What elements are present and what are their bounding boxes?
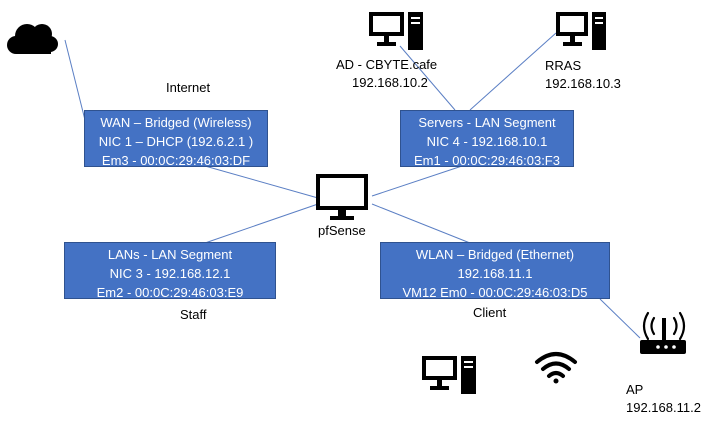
servers-segment-nic: NIC 4 - 192.168.10.1	[426, 134, 548, 149]
wlan-segment-title: WLAN – Bridged (Ethernet)	[415, 247, 575, 262]
connector-lines	[64, 32, 641, 339]
servers-segment-mac: Em1 - 00:0C:29:46:03:F3	[414, 153, 560, 168]
desktop-computer-icon	[422, 356, 476, 394]
ad-server-name: AD - CBYTE.cafe	[336, 57, 438, 72]
desktop-computer-icon	[369, 12, 423, 50]
lans-segment-title: LANs - LAN Segment	[107, 247, 233, 262]
wan-segment-title: WAN – Bridged (Wireless)	[100, 115, 252, 130]
client-label: Client	[473, 305, 507, 320]
wlan-segment-ip: 192.168.11.1	[457, 266, 533, 281]
lans-segment-nic: NIC 3 - 192.168.12.1	[109, 266, 231, 281]
pfsense-label: pfSense	[318, 223, 366, 238]
servers-segment-box: Servers - LAN Segment NIC 4 - 192.168.10…	[400, 110, 574, 168]
wlan-segment-mac: VM12 Em0 - 00:0C:29:46:03:D5	[402, 285, 588, 300]
line-servers-pfsense	[371, 165, 463, 197]
wlan-segment-box: WLAN – Bridged (Ethernet) 192.168.11.1 V…	[380, 242, 610, 300]
line-ad-servers	[399, 45, 456, 111]
monitor-icon	[316, 174, 368, 220]
rras-server-ip: 192.168.10.3	[545, 76, 621, 91]
line-lans-pfsense	[204, 203, 319, 244]
lans-segment-mac: Em2 - 00:0C:29:46:03:E9	[96, 285, 244, 300]
internet-label: Internet	[166, 80, 211, 95]
line-wan-pfsense	[204, 165, 319, 199]
cloud-icon	[7, 24, 58, 54]
wan-segment-mac: Em3 - 00:0C:29:46:03:DF	[101, 153, 251, 168]
servers-segment-title: Servers - LAN Segment	[418, 115, 556, 130]
line-rras-servers	[469, 32, 557, 111]
rras-server-name: RRAS	[545, 58, 582, 73]
wan-segment-nic: NIC 1 – DHCP (192.6.2.1 )	[98, 134, 254, 149]
wifi-icon	[535, 352, 577, 384]
line-wlan-ap	[599, 298, 641, 339]
lans-segment-box: LANs - LAN Segment NIC 3 - 192.168.12.1 …	[64, 242, 276, 300]
staff-label: Staff	[180, 307, 207, 322]
line-wlan-pfsense	[371, 203, 471, 244]
desktop-computer-icon	[556, 12, 606, 50]
wireless-router-icon	[640, 311, 686, 354]
wan-segment-box: WAN – Bridged (Wireless) NIC 1 – DHCP (1…	[84, 110, 268, 168]
ap-name: AP	[626, 382, 644, 397]
ap-ip: 192.168.11.2	[626, 400, 701, 415]
ad-server-ip: 192.168.10.2	[352, 75, 428, 90]
